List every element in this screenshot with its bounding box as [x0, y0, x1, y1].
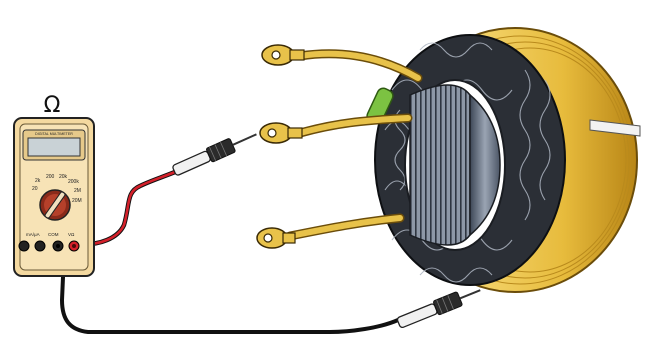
meter-brand: DIGITAL MULTIMETER [35, 132, 73, 136]
ohm-symbol: Ω [44, 93, 61, 118]
black-probe [396, 283, 483, 330]
jack-label-ma: mA/μA [26, 232, 40, 237]
svg-text:200: 200 [46, 174, 55, 180]
svg-text:2k: 2k [35, 178, 41, 184]
svg-text:200k: 200k [68, 179, 79, 185]
svg-text:20: 20 [32, 186, 38, 192]
svg-text:20M: 20M [72, 198, 82, 204]
svg-text:20k: 20k [59, 174, 68, 180]
jack-label-com: COM [48, 232, 59, 237]
rotary-selector-knob [40, 190, 70, 220]
stator-core-slots [410, 85, 470, 245]
ring-terminal-3 [257, 228, 295, 248]
black-test-lead [62, 254, 398, 332]
ring-terminal-2 [260, 123, 302, 143]
red-probe [171, 127, 259, 177]
svg-text:2M: 2M [74, 188, 81, 194]
multimeter: Ω DIGITAL MULTIMETER 20 2k 200 20k 200k … [14, 93, 94, 276]
jack-label-vohm: VΩ [68, 232, 75, 237]
lcd-screen [28, 138, 80, 156]
ring-terminal-1 [262, 45, 304, 65]
